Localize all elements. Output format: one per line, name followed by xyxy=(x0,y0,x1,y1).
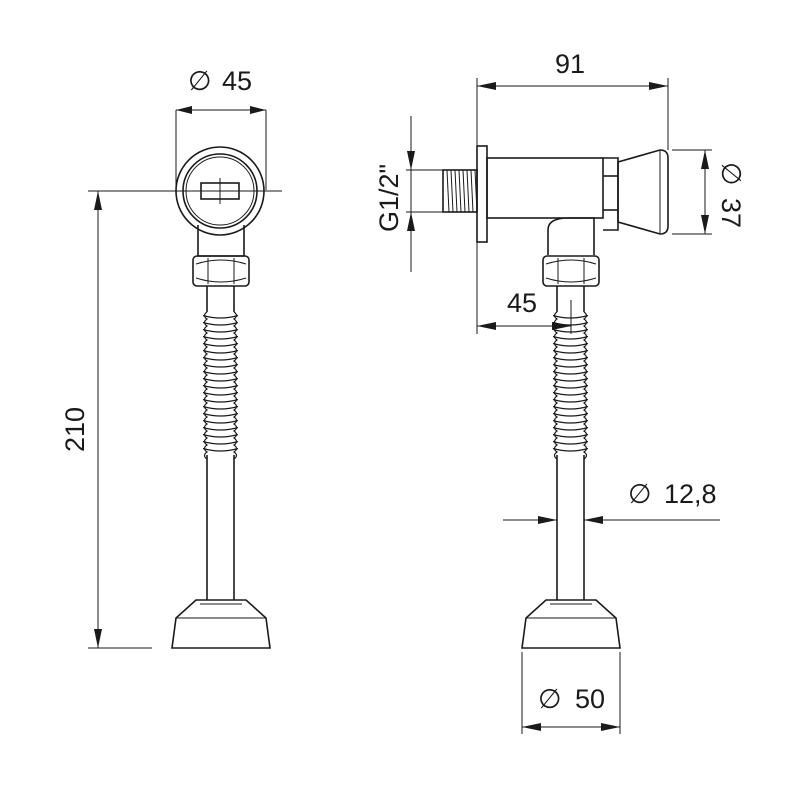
side-thread-connector xyxy=(442,145,488,243)
side-valve-body xyxy=(486,157,619,255)
side-base xyxy=(521,599,621,649)
side-offset-dim: 45 xyxy=(476,242,572,334)
front-base xyxy=(171,599,271,649)
front-view: ∅ 45 210 xyxy=(60,66,282,649)
side-view: 91 G1/2" ∅ 37 45 xyxy=(374,49,746,734)
front-height-value: 210 xyxy=(60,407,90,452)
side-length-dim: 91 xyxy=(476,49,669,150)
side-button-diameter-value: 37 xyxy=(716,198,746,228)
front-valve-head xyxy=(160,146,282,257)
side-thread-value: G1/2" xyxy=(374,164,404,232)
side-tube-diameter-value: 12,8 xyxy=(664,479,717,509)
front-flex-hose xyxy=(202,311,239,460)
side-length-value: 91 xyxy=(555,49,585,79)
front-tube xyxy=(202,286,239,600)
front-top-diameter-dim: ∅ 45 xyxy=(175,66,267,190)
front-nut xyxy=(192,255,250,287)
side-flex-hose xyxy=(552,311,589,460)
front-top-diameter-value: 45 xyxy=(222,66,252,96)
side-base-diameter-dim: ∅ 50 xyxy=(521,652,621,734)
side-base-diameter-value: 50 xyxy=(575,684,605,714)
side-nut xyxy=(542,255,600,287)
side-tube-diameter-symbol: ∅ xyxy=(628,479,652,509)
side-offset-value: 45 xyxy=(507,288,537,318)
side-push-button[interactable] xyxy=(617,149,669,235)
side-thread-dim: G1/2" xyxy=(374,116,443,272)
side-tube xyxy=(552,286,589,600)
side-button-diameter-dim: ∅ 37 xyxy=(672,149,746,235)
side-base-diameter-symbol: ∅ xyxy=(538,684,562,714)
front-height-dim: 210 xyxy=(60,190,200,649)
side-tube-diameter-dim: ∅ 12,8 xyxy=(503,479,720,524)
side-button-diameter-symbol: ∅ xyxy=(716,162,746,186)
front-top-diameter-symbol: ∅ xyxy=(188,66,212,96)
